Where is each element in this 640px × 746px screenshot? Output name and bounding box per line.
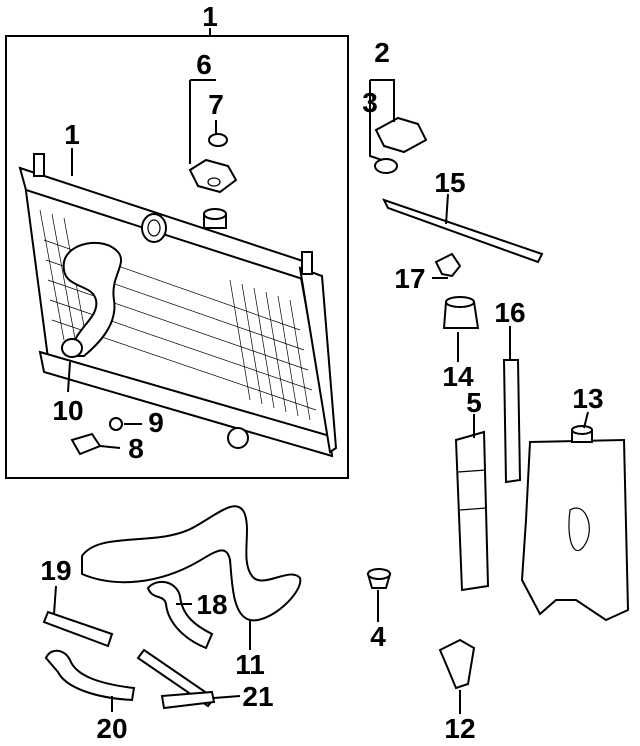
bypass-hose-20 (44, 649, 136, 702)
callout-hose-clamp: 4 (370, 621, 386, 652)
reservoir-tank (520, 438, 630, 622)
callout-bypass-hose-a: 18 (196, 589, 227, 620)
callout-reservoir-tank: 13 (572, 383, 603, 414)
callout-radiator-cap: 6 (196, 49, 212, 80)
radiator-side-tank (298, 266, 338, 454)
callout-drain-washer: 9 (148, 407, 164, 438)
callout-bypass-hose-c: 20 (96, 713, 127, 744)
cap-gasket (208, 133, 228, 147)
radiator-cap (188, 158, 238, 194)
radiator-left-post (33, 153, 45, 177)
callout-drain-plug: 8 (128, 433, 144, 464)
callout-reservoir-cap-seal: 3 (362, 87, 378, 118)
overflow-hose-creases (457, 469, 487, 511)
callout-bypass-hose-d: 21 (242, 681, 273, 712)
callout-mount-cushion: 14 (442, 361, 474, 392)
siphon-tube (382, 198, 544, 264)
radiator-right-post (301, 251, 313, 275)
drain-plug (70, 432, 102, 456)
radiator (18, 153, 338, 458)
radiator-outlet (227, 427, 249, 449)
hose-clamp-top (367, 568, 391, 580)
mount-cushion-top (445, 296, 475, 308)
bypass-hose-18 (146, 580, 214, 650)
radiator-cap-center (207, 177, 221, 187)
bypass-hose-21b (160, 690, 216, 710)
radiator-inlet (141, 213, 167, 243)
callout-radiator-core: 1 (64, 119, 80, 150)
reservoir-hose (502, 359, 522, 484)
radiator-inlet-bore (147, 219, 161, 237)
reservoir-cap (374, 116, 428, 154)
callout-siphon-tube: 15 (434, 167, 465, 198)
reservoir-cap-seal (374, 158, 398, 174)
bypass-hose-19 (42, 610, 114, 648)
callout-cap-gasket: 7 (208, 89, 224, 120)
reservoir-tank-recess (568, 507, 590, 552)
callout-lower-hose: 11 (235, 649, 265, 680)
callout-hose-fitting: 17 (394, 263, 425, 294)
callout-radiator-top: 1 (202, 1, 218, 32)
overflow-hose (454, 430, 490, 592)
upper-hose-end (61, 338, 83, 358)
hose-fitting (434, 252, 462, 278)
radiator-bottom-tank (38, 350, 334, 458)
reservoir-tank-rim (571, 425, 593, 435)
callout-reservoir-hose: 16 (494, 297, 525, 328)
callout-reservoir-bracket: 12 (444, 713, 475, 744)
reservoir-bracket (438, 638, 476, 690)
radiator-filler-rim (203, 208, 227, 220)
callout-reservoir-cap: 2 (374, 37, 390, 68)
upper-radiator-hose (62, 242, 123, 357)
callout-labels: 1 1 2 3 4 5 6 7 8 9 10 11 12 13 14 15 16… (40, 1, 603, 744)
drain-washer (109, 417, 123, 431)
radiator-assembly-frame (5, 35, 349, 479)
lower-radiator-hose (81, 505, 302, 622)
callout-bypass-hose-b: 19 (40, 555, 71, 586)
callout-overflow-hose: 5 (466, 387, 482, 418)
callout-upper-hose: 10 (52, 395, 83, 426)
leader-lines (53, 28, 589, 714)
